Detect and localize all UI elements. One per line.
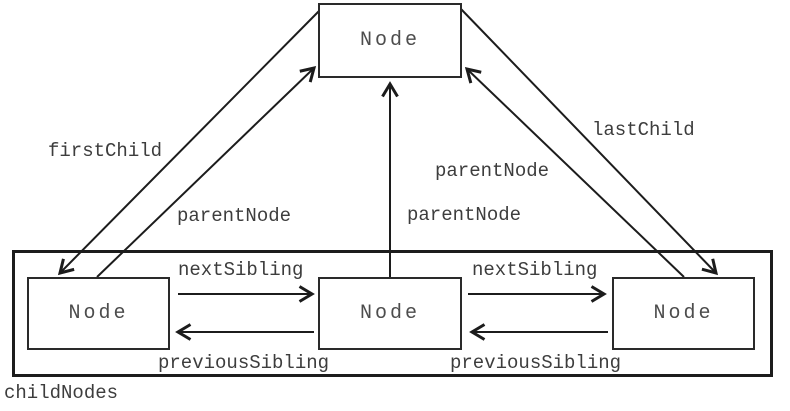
first-child-label: firstChild bbox=[48, 140, 163, 162]
node-box-child-left: Node bbox=[27, 277, 170, 350]
first-child-arrow bbox=[57, 9, 321, 276]
next-sibling-label-left: nextSibling bbox=[178, 259, 304, 281]
node-label: Node bbox=[68, 302, 129, 325]
parent-node-label-left: parentNode bbox=[177, 205, 292, 227]
child-nodes-label: childNodes bbox=[4, 382, 119, 404]
node-label: Node bbox=[653, 302, 714, 325]
last-child-label: lastChild bbox=[592, 119, 695, 141]
previous-sibling-label-left: previousSibling bbox=[158, 352, 330, 374]
last-child-arrow bbox=[459, 7, 719, 276]
parent-node-arrow-left bbox=[96, 65, 317, 278]
node-box-child-right: Node bbox=[612, 277, 755, 350]
node-label: Node bbox=[359, 29, 420, 52]
next-sibling-label-right: nextSibling bbox=[472, 259, 598, 281]
parent-node-label-middle: parentNode bbox=[407, 204, 522, 226]
parent-node-arrow-right bbox=[464, 66, 685, 278]
node-box-child-middle: Node bbox=[318, 277, 462, 350]
child-nodes-container bbox=[12, 250, 773, 377]
previous-sibling-label-right: previousSibling bbox=[450, 352, 622, 374]
node-label: Node bbox=[359, 302, 420, 325]
parent-node-label-upper-right: parentNode bbox=[435, 160, 550, 182]
node-box-parent: Node bbox=[318, 3, 462, 78]
